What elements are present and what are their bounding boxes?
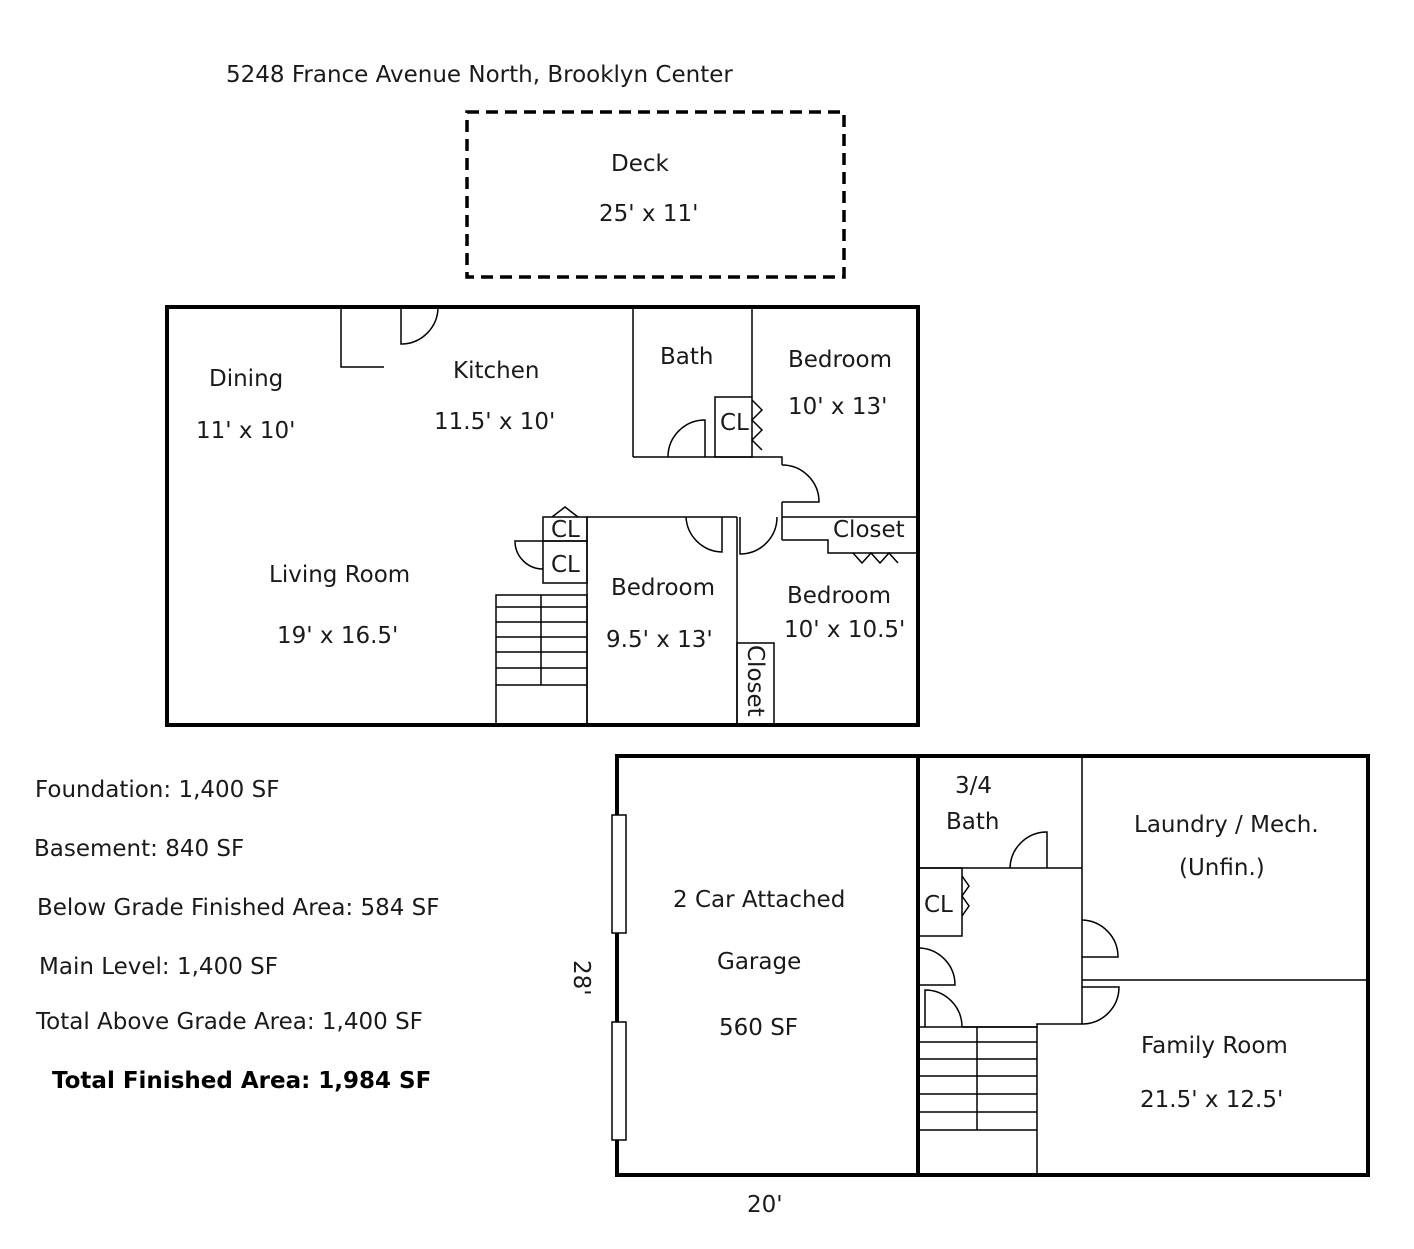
closet-label-se: Closet: [833, 517, 905, 543]
deck-outline: [465, 110, 846, 279]
lower-bath-line2: Bath: [946, 809, 1000, 835]
main-level-interior-walls: [340, 306, 918, 726]
kitchen-size: 11.5' x 10': [434, 409, 556, 435]
summary-total-above: Total Above Grade Area: 1,400 SF: [36, 1009, 423, 1035]
cl-label-lower: CL: [924, 892, 953, 918]
lower-bath-line1: 3/4: [955, 773, 993, 799]
bedroom-se-size: 10' x 10.5': [784, 617, 906, 643]
dimension-depth: 28': [568, 960, 594, 996]
bedroom-ne-label: Bedroom: [788, 347, 893, 373]
bath-label: Bath: [660, 344, 714, 370]
garage-area: 560 SF: [719, 1015, 799, 1041]
bedroom-se-label: Bedroom: [787, 583, 892, 609]
summary-below-grade: Below Grade Finished Area: 584 SF: [37, 895, 440, 921]
summary-foundation: Foundation: 1,400 SF: [35, 777, 280, 803]
cl-label-bath: CL: [720, 410, 749, 436]
cl-label-hall-top: CL: [551, 517, 580, 543]
garage-window: [611, 1021, 627, 1141]
lower-level-interior-walls: [917, 756, 1368, 1176]
dining-label: Dining: [209, 366, 284, 392]
living-room-size: 19' x 16.5': [277, 623, 399, 649]
summary-total-finished: Total Finished Area: 1,984 SF: [52, 1068, 432, 1094]
garage-label-line1: 2 Car Attached: [673, 887, 846, 913]
deck-size: 25' x 11': [599, 201, 699, 227]
summary-main-level: Main Level: 1,400 SF: [39, 954, 278, 980]
closet-label-vertical: Closet: [742, 645, 768, 717]
cl-label-hall-bottom: CL: [551, 552, 580, 578]
kitchen-label: Kitchen: [453, 358, 540, 384]
summary-basement: Basement: 840 SF: [34, 836, 245, 862]
garage-window: [611, 814, 627, 934]
bedroom-s-size: 9.5' x 13': [606, 627, 713, 653]
laundry-label-line1: Laundry / Mech.: [1134, 812, 1319, 838]
bedroom-ne-size: 10' x 13': [788, 394, 888, 420]
family-room-label: Family Room: [1141, 1033, 1288, 1059]
family-room-size: 21.5' x 12.5': [1140, 1087, 1284, 1113]
property-address: 5248 France Avenue North, Brooklyn Cente…: [226, 62, 733, 88]
laundry-label-line2: (Unfin.): [1179, 855, 1265, 881]
bedroom-s-label: Bedroom: [611, 575, 716, 601]
living-room-label: Living Room: [269, 562, 411, 588]
garage-label-line2: Garage: [717, 949, 802, 975]
dimension-width: 20': [747, 1192, 783, 1218]
dining-size: 11' x 10': [196, 418, 296, 444]
deck-label: Deck: [611, 151, 669, 177]
